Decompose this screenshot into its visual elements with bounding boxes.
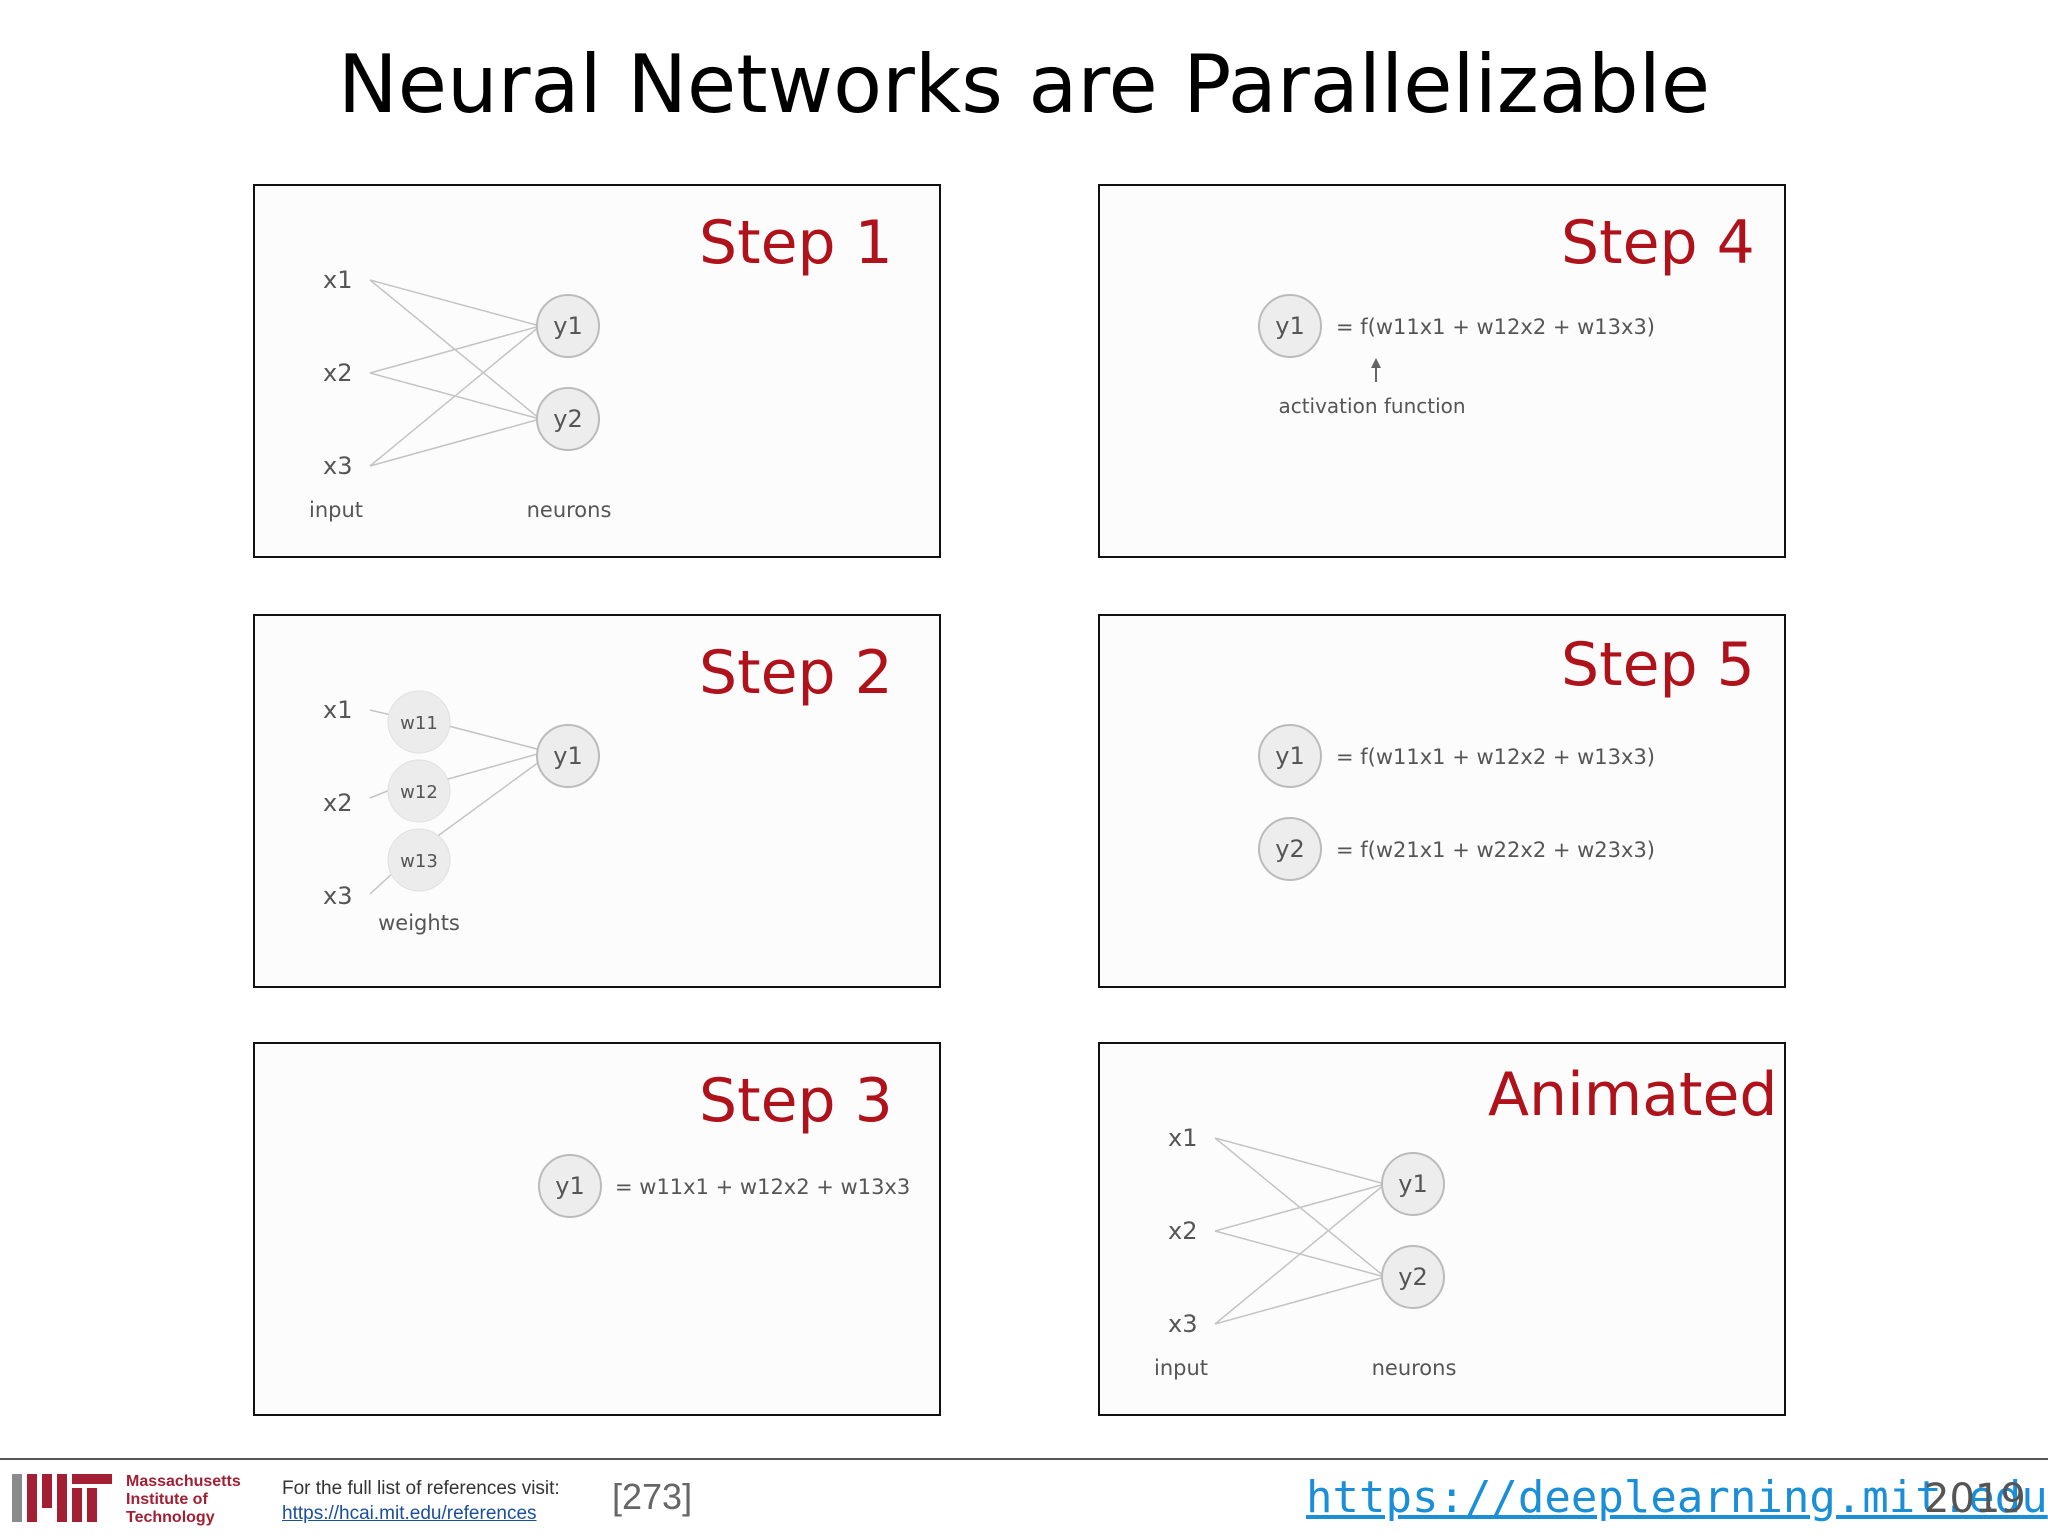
parallel-equations-step-5: y1 y2 = f(w11x1 + w12x2 + w13x3) = f(w21… <box>1258 724 1655 881</box>
footer-divider <box>0 1458 2048 1460</box>
panel-step-2: x1 x2 x3 w11 w12 w13 y1 weights Step 2 <box>253 614 941 988</box>
input-x2: x2 <box>323 789 352 817</box>
weight-w12-node <box>387 759 451 823</box>
panel-animated: x1 x2 x3 y1 y2 input neurons Animated <box>1098 1042 1786 1416</box>
neurons-caption: neurons <box>1372 1356 1457 1380</box>
neuron-y1-label: y1 <box>555 1172 584 1200</box>
institution-line-1: Massachusetts <box>126 1473 241 1490</box>
institution-line-3: Technology <box>126 1509 215 1526</box>
panel-step-1: x1 x2 x3 y1 y2 input neurons Step 1 <box>253 184 941 558</box>
neuron-y1-label: y1 <box>1398 1170 1427 1198</box>
course-site-link[interactable]: https://deeplearning.mit.edu <box>1306 1472 2048 1523</box>
panel-step-4: y1 = f(w11x1 + w12x2 + w13x3) activation… <box>1098 184 1786 558</box>
weighted-sum-equation: = w11x1 + w12x2 + w13x3 <box>615 1175 910 1199</box>
step-label: Step 4 <box>1561 208 1755 278</box>
weight-w13-node <box>387 828 451 892</box>
input-x3: x3 <box>1168 1310 1197 1338</box>
step-label: Animated <box>1488 1060 1778 1130</box>
weight-w13-label: w13 <box>400 851 438 872</box>
weights-diagram-step-2: x1 x2 x3 w11 w12 w13 y1 weights <box>323 690 600 935</box>
weight-w11-node <box>387 690 451 754</box>
weight-w12-label: w12 <box>400 782 438 803</box>
input-x1: x1 <box>323 266 352 294</box>
weights-caption: weights <box>378 911 460 935</box>
step-label: Step 5 <box>1561 630 1755 700</box>
neurons-caption: neurons <box>527 498 612 522</box>
sum-equation-step-3: y1 = w11x1 + w12x2 + w13x3 <box>538 1154 910 1218</box>
step-label: Step 3 <box>699 1066 893 1136</box>
mit-logo <box>12 1474 112 1522</box>
neuron-y1-label: y1 <box>553 742 582 770</box>
neuron-y2 <box>1381 1245 1445 1309</box>
neuron-y1 <box>536 294 600 358</box>
input-x2: x2 <box>323 359 352 387</box>
activation-function-caption: activation function <box>1278 394 1465 418</box>
mit-wordmark: Massachusetts Institute of Technology <box>126 1473 241 1527</box>
panel-step-5: y1 y2 = f(w11x1 + w12x2 + w13x3) = f(w21… <box>1098 614 1786 988</box>
input-x3: x3 <box>323 452 352 480</box>
neuron-y2 <box>1258 817 1322 881</box>
weight-w11-label: w11 <box>400 713 438 734</box>
input-x3: x3 <box>323 882 352 910</box>
slide-title: Neural Networks are Parallelizable <box>337 38 1711 131</box>
reference-number: [273] <box>612 1476 693 1517</box>
neuron-y2-label: y2 <box>1275 835 1304 863</box>
neuron-y1 <box>538 1154 602 1218</box>
neuron-y1 <box>1258 294 1322 358</box>
input-caption: input <box>309 498 363 522</box>
arrowhead-icon <box>1371 358 1381 368</box>
input-x1: x1 <box>323 696 352 724</box>
panel-step-3: y1 = w11x1 + w12x2 + w13x3 Step 3 <box>253 1042 941 1416</box>
references-link[interactable]: https://hcai.mit.edu/references <box>282 1503 537 1524</box>
neuron-y1 <box>1381 1152 1445 1216</box>
year-label: 2019 <box>1924 1476 2026 1522</box>
references-note: For the full list of references visit: h… <box>282 1476 560 1526</box>
activation-equation-step-4: y1 = f(w11x1 + w12x2 + w13x3) activation… <box>1258 294 1655 418</box>
step-label: Step 1 <box>699 208 893 278</box>
neuron-y1-label: y1 <box>1275 742 1304 770</box>
equation-y1: = f(w11x1 + w12x2 + w13x3) <box>1336 745 1655 769</box>
institution-line-2: Institute of <box>126 1491 208 1508</box>
neuron-y1 <box>536 724 600 788</box>
neuron-y1-label: y1 <box>553 312 582 340</box>
input-x1: x1 <box>1168 1124 1197 1152</box>
step-label: Step 2 <box>699 638 893 708</box>
input-x2: x2 <box>1168 1217 1197 1245</box>
input-caption: input <box>1154 1356 1208 1380</box>
network-diagram-step-1: x1 x2 x3 y1 y2 input neurons <box>309 266 612 522</box>
network-diagram-animated: x1 x2 x3 y1 y2 input neurons <box>1154 1124 1457 1380</box>
equation-y2: = f(w21x1 + w22x2 + w23x3) <box>1336 838 1655 862</box>
neuron-y2-label: y2 <box>553 405 582 433</box>
neuron-y2-label: y2 <box>1398 1263 1427 1291</box>
neuron-y2 <box>536 387 600 451</box>
neuron-y1-label: y1 <box>1275 312 1304 340</box>
references-text: For the full list of references visit: <box>282 1478 560 1499</box>
activation-equation: = f(w11x1 + w12x2 + w13x3) <box>1336 315 1655 339</box>
neuron-y1 <box>1258 724 1322 788</box>
